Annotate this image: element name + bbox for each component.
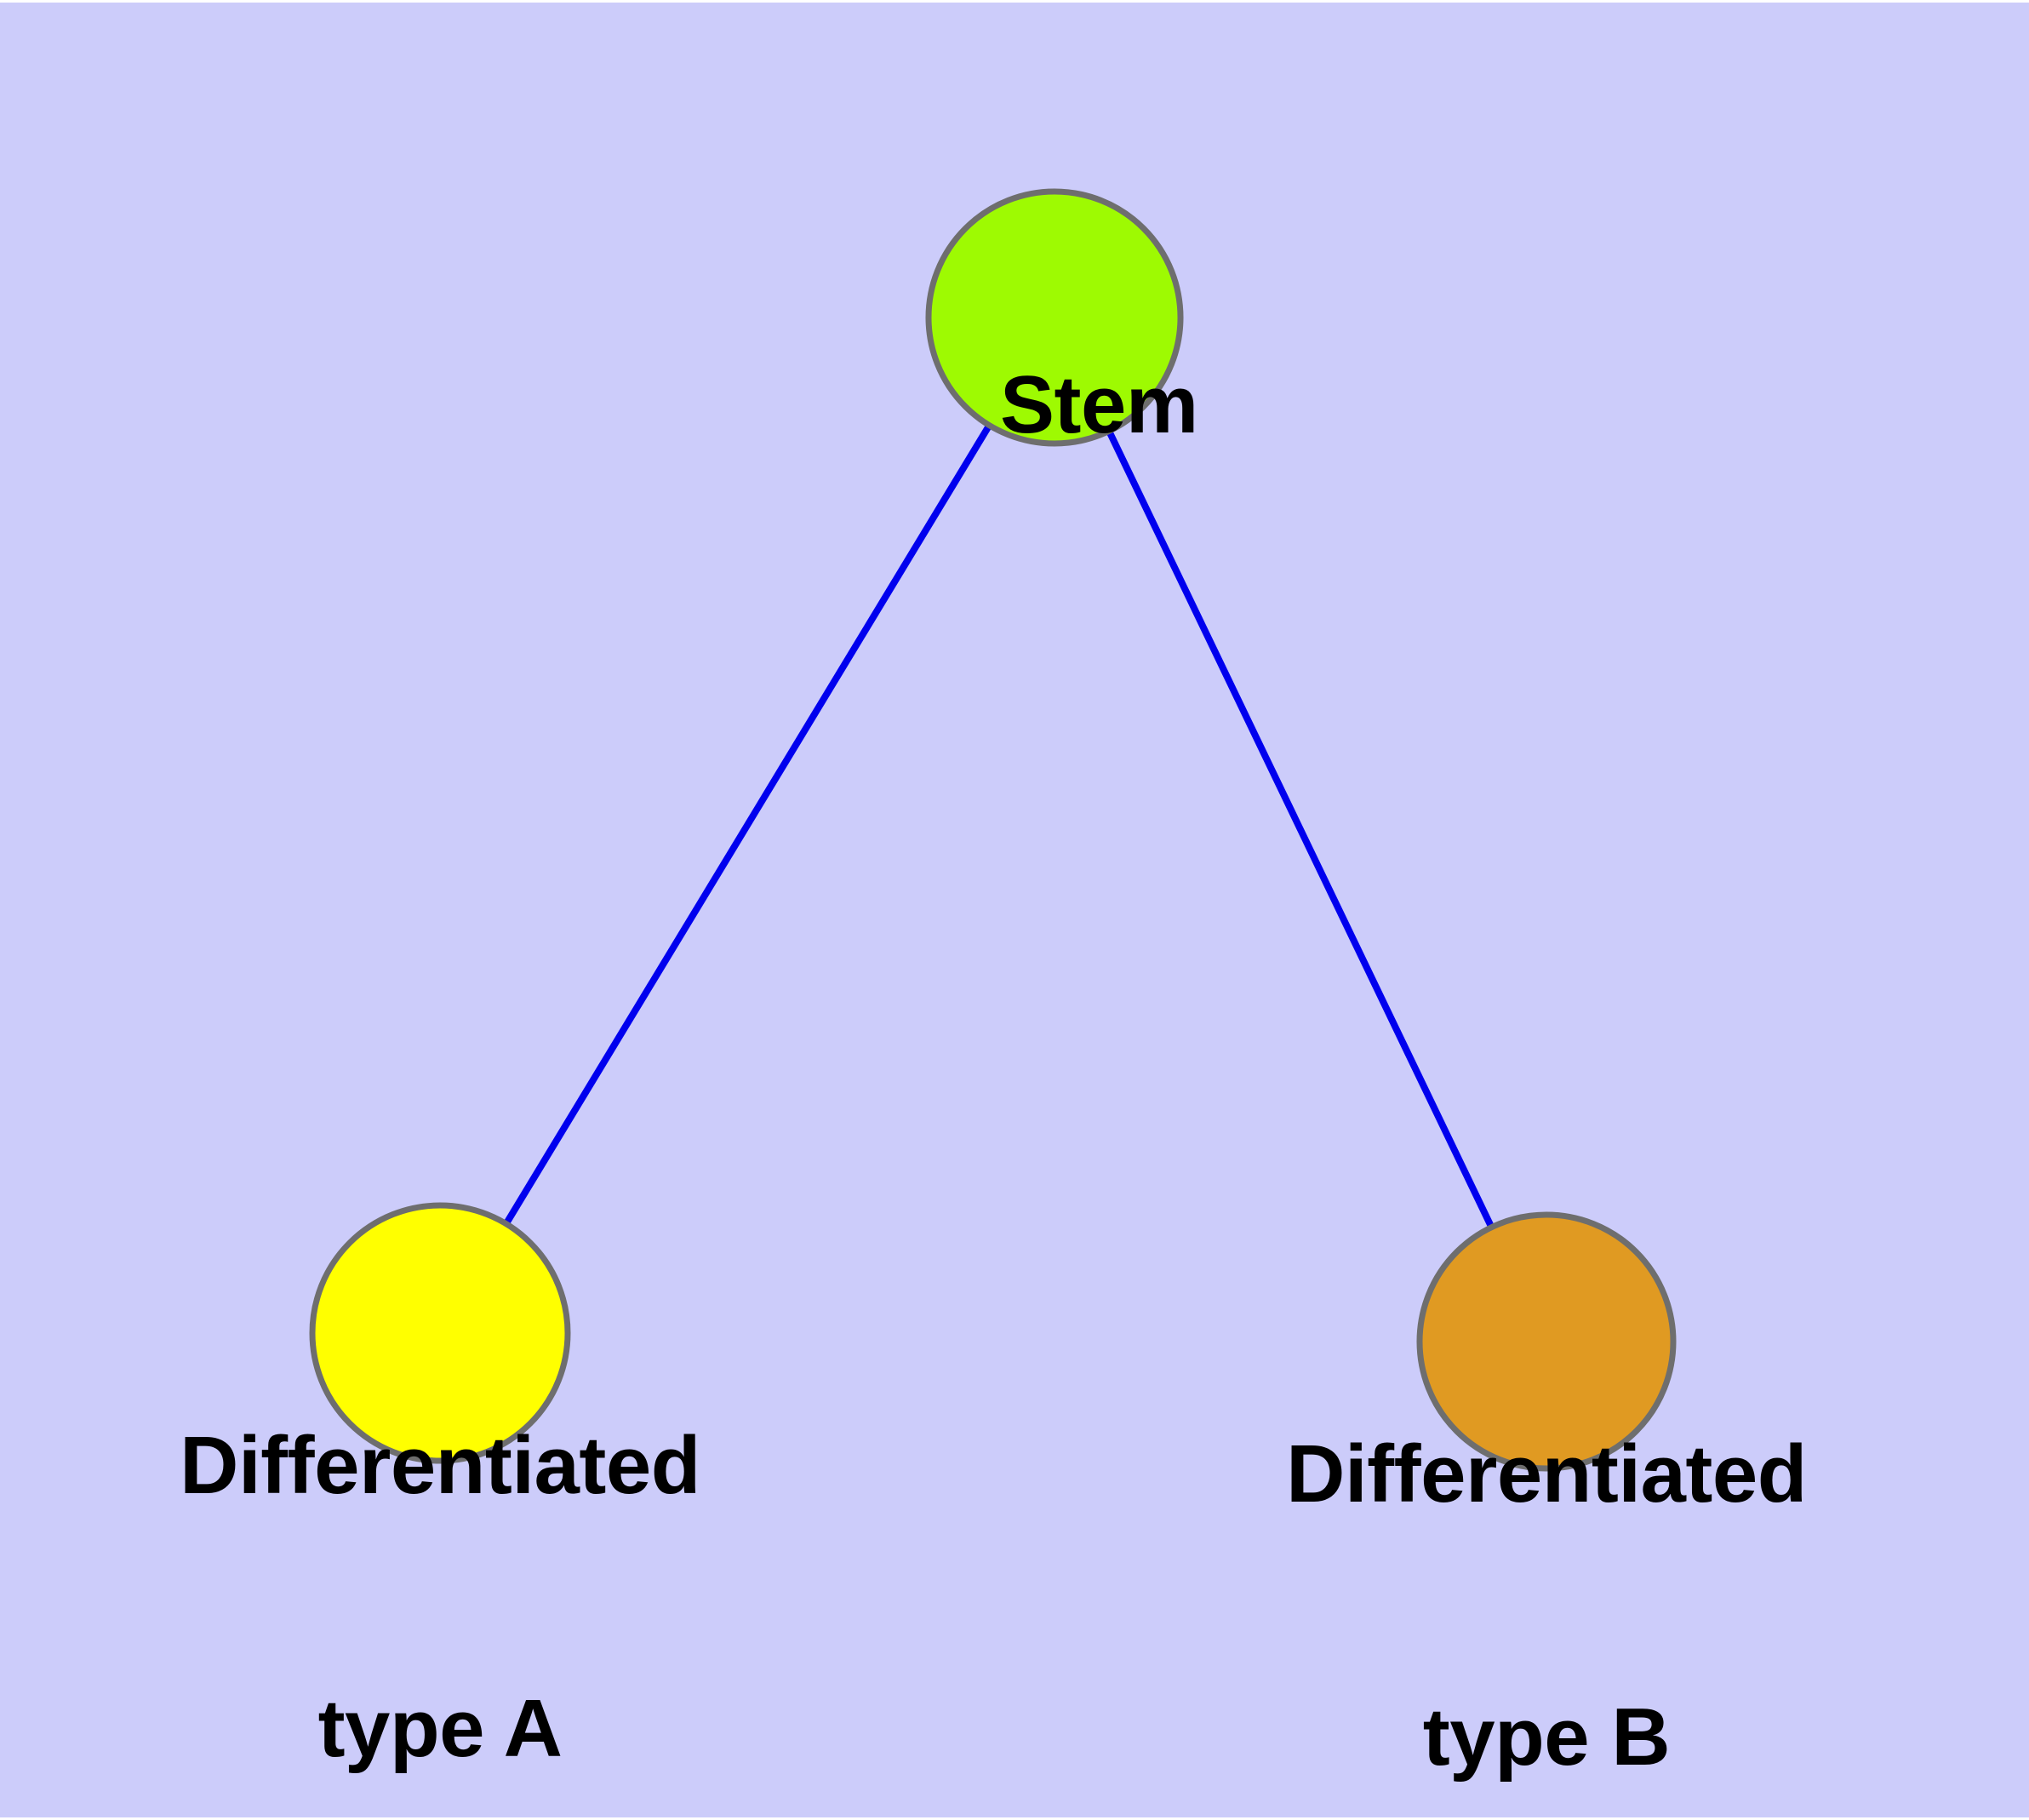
edge-layer [437, 315, 1550, 1343]
node-stem[interactable] [925, 188, 1184, 447]
edge-stem-to-differentiated-type-a[interactable] [437, 315, 1058, 1336]
edge-stem-to-differentiated-type-b[interactable] [1051, 316, 1550, 1343]
node-layer [309, 188, 1677, 1472]
node-differentiated-type-a[interactable] [309, 1202, 571, 1464]
node-differentiated-type-b[interactable] [1416, 1211, 1677, 1472]
